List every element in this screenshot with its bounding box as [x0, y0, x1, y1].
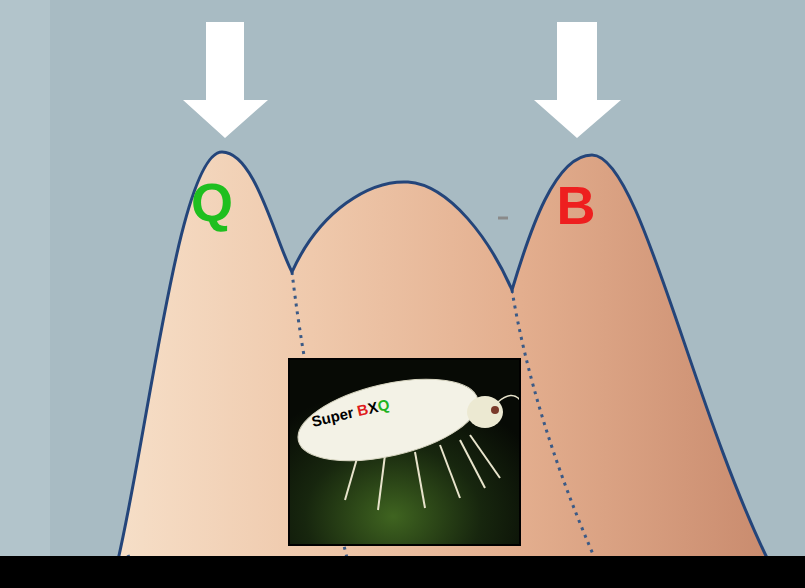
selection-arrow: [183, 22, 268, 138]
distribution-curve: [118, 152, 768, 560]
side-strip: [0, 0, 50, 588]
selection-arrow: [534, 22, 621, 138]
population-label: Q: [191, 175, 233, 229]
hidden-curve: [512, 290, 600, 570]
whitefly-photo: [290, 360, 519, 544]
photo-box: Super BXQ: [288, 358, 521, 546]
tick-mark: [498, 217, 508, 220]
hill-fill: [112, 152, 768, 588]
bottom-bar: [0, 556, 805, 588]
population-label: B: [557, 178, 596, 232]
